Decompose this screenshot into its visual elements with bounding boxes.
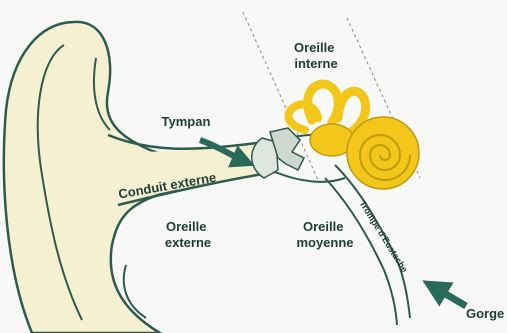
inner-ear	[289, 84, 419, 189]
throat-arrow	[432, 286, 466, 306]
label-inner-ear: Oreille interne	[294, 40, 338, 71]
label-eardrum: Tympan	[162, 114, 211, 129]
label-middle-ear: Oreille moyenne	[296, 219, 353, 250]
label-eustachian-tube: Trompe d'Eustache	[357, 199, 409, 274]
eustachian-tube-lower-wall	[325, 178, 397, 325]
cochlea	[347, 117, 419, 189]
label-outer-ear: Oreille externe	[165, 219, 211, 250]
label-throat: Gorge	[466, 306, 504, 321]
